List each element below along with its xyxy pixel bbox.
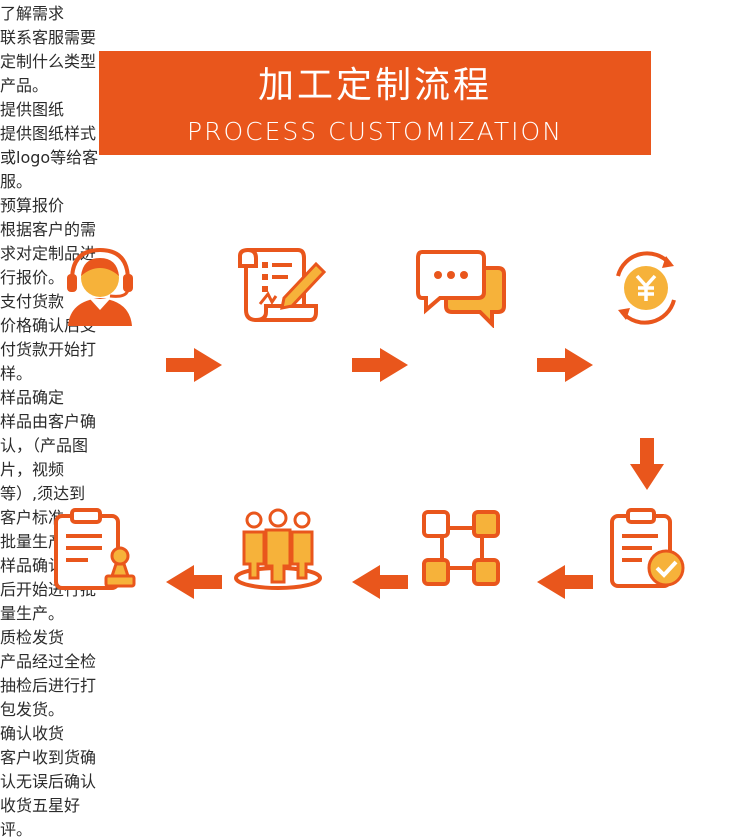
step-description: 根据客户的需求对定制品进行报价。 bbox=[0, 220, 97, 287]
step-title: 预算报价 bbox=[0, 196, 65, 215]
arrow-left-icon bbox=[164, 564, 224, 600]
step-mass-production: 批量生产 样品确认合格后开始进行批量生产。 bbox=[0, 510, 750, 624]
step-quotation: 预算报价 根据客户的需求对定制品进行报价。 bbox=[0, 192, 750, 328]
step-title: 提供图纸 bbox=[0, 100, 65, 119]
step-confirm-receipt: 确认收货 客户收到货确认无误后确认收货五星好评。 bbox=[0, 508, 750, 840]
step-title: 批量生产 bbox=[0, 532, 65, 551]
step-title: 支付货款 bbox=[0, 292, 65, 311]
banner-title: 加工定制流程 bbox=[257, 65, 492, 106]
customer-service-headset-icon bbox=[58, 246, 142, 328]
clipboard-check-icon bbox=[606, 506, 690, 590]
production-nodes-icon bbox=[418, 508, 502, 588]
title-banner: 加工定制流程 PROCESS CUSTOMIZATION bbox=[99, 51, 651, 155]
step-description: 联系客服需要定制什么类型产品。 bbox=[0, 28, 97, 95]
step-understand-needs: 了解需求 联系客服需要定制什么类型产品。 bbox=[0, 0, 750, 326]
chat-bubbles-icon bbox=[416, 248, 506, 328]
clipboard-stamp-icon bbox=[52, 506, 144, 592]
drawing-scroll-pencil-icon bbox=[236, 246, 326, 330]
team-inspection-icon bbox=[232, 508, 324, 592]
arrow-down-icon bbox=[629, 436, 665, 492]
step-description: 客户收到货确认无误后确认收货五星好评。 bbox=[0, 748, 97, 839]
step-title: 样品确定 bbox=[0, 388, 65, 407]
yuan-coin-cycle-icon bbox=[604, 246, 688, 330]
step-title: 确认收货 bbox=[0, 724, 65, 743]
step-quality-inspection: 质检发货 产品经过全检抽检后进行打包发货。 bbox=[0, 508, 750, 720]
arrow-right-icon bbox=[535, 347, 595, 383]
step-title: 质检发货 bbox=[0, 628, 65, 647]
banner-subtitle: PROCESS CUSTOMIZATION bbox=[187, 117, 563, 146]
arrow-left-icon bbox=[535, 564, 595, 600]
arrow-left-icon bbox=[350, 564, 410, 600]
step-description: 提供图纸样式或logo等给客服。 bbox=[0, 124, 99, 191]
arrow-right-icon bbox=[350, 347, 410, 383]
step-provide-drawings: 提供图纸 提供图纸样式或logo等给客服。 bbox=[0, 96, 750, 322]
step-title: 了解需求 bbox=[0, 4, 65, 23]
step-description: 产品经过全检抽检后进行打包发货。 bbox=[0, 652, 97, 719]
arrow-right-icon bbox=[164, 347, 224, 383]
